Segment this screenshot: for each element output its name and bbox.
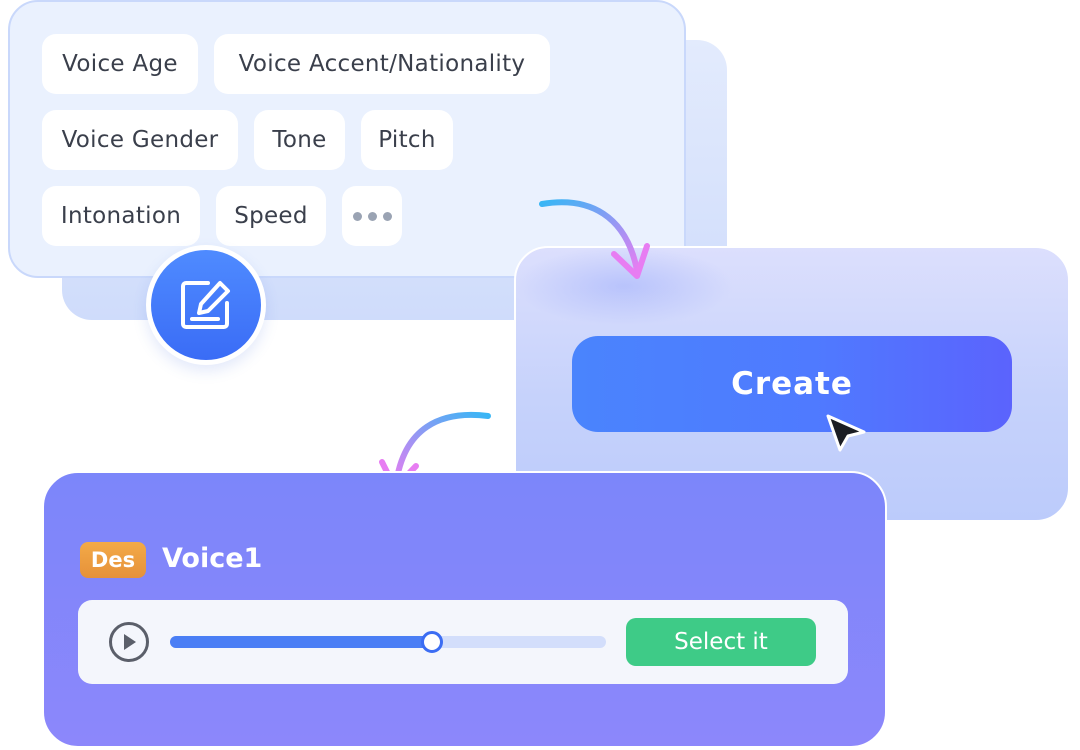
- voice-name: Voice1: [162, 543, 263, 574]
- tag-pitch[interactable]: Pitch: [361, 110, 453, 170]
- card-glow: [514, 246, 734, 326]
- progress-knob[interactable]: [421, 631, 443, 653]
- play-icon: [124, 634, 136, 650]
- tag-intonation[interactable]: Intonation: [42, 186, 200, 246]
- edit-icon: [181, 281, 230, 329]
- tag-more[interactable]: [342, 186, 402, 246]
- select-it-button[interactable]: Select it: [626, 618, 816, 666]
- tag-voice-gender[interactable]: Voice Gender: [42, 110, 238, 170]
- tag-tone[interactable]: Tone: [254, 110, 345, 170]
- tag-speed[interactable]: Speed: [216, 186, 326, 246]
- edit-button[interactable]: [146, 245, 266, 365]
- voice-attributes-card: Voice Age Voice Accent/Nationality Voice…: [8, 0, 686, 278]
- create-button[interactable]: Create: [572, 336, 1012, 432]
- tag-voice-accent[interactable]: Voice Accent/Nationality: [214, 34, 550, 94]
- des-badge: Des: [80, 542, 146, 578]
- more-dots-icon: [342, 186, 402, 246]
- tag-voice-age[interactable]: Voice Age: [42, 34, 198, 94]
- cursor-pointer-icon: [826, 414, 866, 452]
- play-button[interactable]: [109, 622, 149, 662]
- progress-fill: [170, 636, 432, 648]
- curved-arrow-icon: [539, 199, 650, 279]
